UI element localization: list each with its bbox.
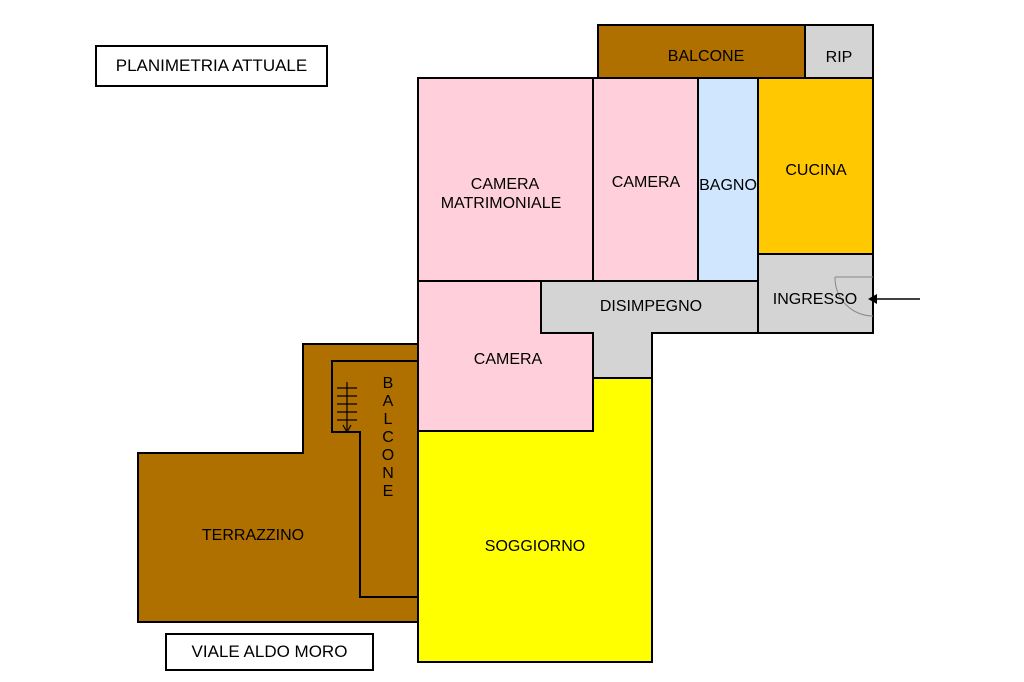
camera-label: CAMERA (612, 174, 681, 191)
camera-matrimoniale-label-line2: MATRIMONIALE (441, 195, 562, 212)
plan-title: PLANIMETRIA ATTUALE (95, 45, 328, 87)
cucina-label: CUCINA (785, 162, 847, 179)
cucina-area (757, 77, 874, 255)
stairs-icon (337, 382, 357, 434)
soggiorno-label: SOGGIORNO (485, 538, 585, 555)
street-label: VIALE ALDO MORO (165, 633, 374, 671)
balcone-top-area (597, 24, 806, 79)
terrazzino-label: TERRAZZINO (202, 527, 304, 544)
bagno-label: BAGNO (699, 177, 757, 194)
rip-label: RIP (826, 49, 853, 66)
rip-area (804, 24, 874, 79)
door-arc (834, 276, 874, 317)
ingresso-label: INGRESSO (773, 291, 857, 308)
entrance-arrow-icon (868, 294, 920, 304)
balcone-side-label: BALCONE (380, 375, 397, 501)
camera-2-label: CAMERA (474, 351, 543, 368)
soggiorno-area (417, 377, 653, 663)
disimpegno-label: DISIMPEGNO (600, 298, 702, 315)
ingresso-area (757, 253, 874, 334)
balcone-top-label: BALCONE (668, 48, 744, 65)
camera-matrimoniale-label-line1: CAMERA (471, 176, 540, 193)
